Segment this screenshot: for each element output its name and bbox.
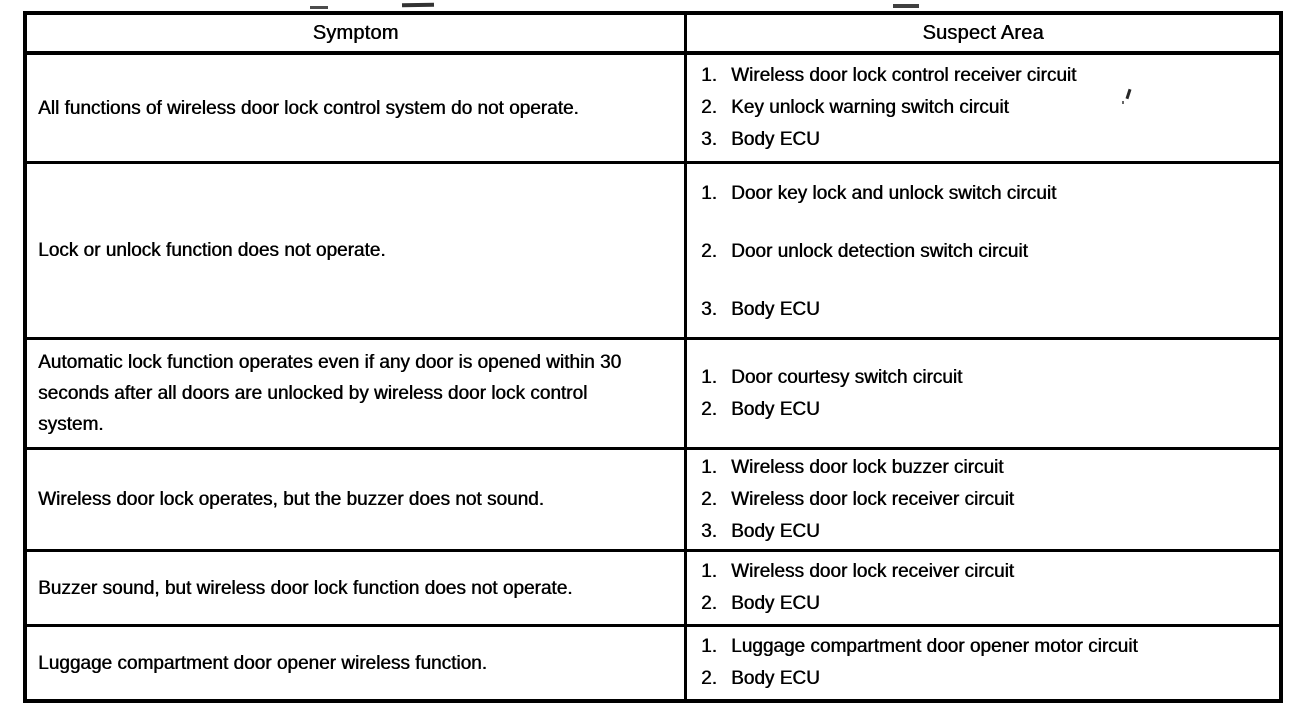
header-suspect-area: Suspect Area — [922, 21, 1044, 44]
suspect-cell: 1. Door courtesy switch circuit 2. Body … — [687, 340, 1279, 447]
suspect-list: 1. Wireless door lock control receiver c… — [687, 55, 1279, 161]
suspect-item: 3. Body ECU — [701, 124, 1279, 156]
table-row: All functions of wireless door lock cont… — [27, 55, 1279, 161]
table-row: Automatic lock function operates even if… — [27, 337, 1279, 447]
symptom-cell: Automatic lock function operates even if… — [27, 340, 687, 447]
suspect-label: Wireless door lock buzzer circuit — [731, 456, 1004, 478]
suspect-item: 3. Body ECU — [701, 294, 1279, 326]
table-row: Buzzer sound, but wireless door lock fun… — [27, 549, 1279, 624]
suspect-number: 2. — [701, 593, 717, 614]
scan-noise-speck — [401, 2, 435, 8]
symptom-text: Luggage compartment door opener wireless… — [38, 652, 487, 674]
suspect-item: 1. Wireless door lock receiver circuit — [701, 556, 1279, 588]
symptom-text: All functions of wireless door lock cont… — [38, 97, 579, 119]
suspect-number: 2. — [701, 398, 717, 420]
suspect-label: Body ECU — [731, 129, 820, 150]
suspect-number: 2. — [701, 97, 717, 118]
suspect-label: Wireless door lock receiver circuit — [731, 561, 1014, 582]
suspect-cell: 1. Wireless door lock control receiver c… — [687, 55, 1279, 161]
suspect-number: 1. — [701, 456, 717, 478]
suspect-cell: 1. Wireless door lock receiver circuit 2… — [687, 552, 1279, 624]
suspect-number: 1. — [701, 183, 717, 204]
scan-noise-speck — [893, 4, 919, 8]
table-row: Lock or unlock function does not operate… — [27, 161, 1279, 337]
suspect-label: Body ECU — [731, 520, 820, 542]
suspect-item: 1. Wireless door lock buzzer circuit — [701, 452, 1279, 484]
symptom-text: Lock or unlock function does not operate… — [38, 240, 386, 261]
suspect-label: Door unlock detection switch circuit — [731, 241, 1028, 262]
symptom-cell: All functions of wireless door lock cont… — [27, 55, 687, 161]
suspect-number: 3. — [701, 129, 717, 150]
symptom-text: Wireless door lock operates, but the buz… — [38, 489, 544, 510]
table-row: Wireless door lock operates, but the buz… — [27, 447, 1279, 549]
suspect-number: 3. — [701, 299, 717, 320]
suspect-list: 1. Door courtesy switch circuit 2. Body … — [687, 340, 1279, 447]
suspect-label: Body ECU — [731, 398, 820, 420]
suspect-cell: 1. Wireless door lock buzzer circuit 2. … — [687, 450, 1279, 549]
suspect-number: 1. — [701, 65, 717, 86]
symptom-text: Buzzer sound, but wireless door lock fun… — [38, 577, 573, 599]
suspect-item: 2. Body ECU — [701, 663, 1279, 695]
suspect-cell: 1. Door key lock and unlock switch circu… — [687, 164, 1279, 337]
suspect-label: Wireless door lock control receiver circ… — [731, 65, 1077, 86]
suspect-item: 2. Body ECU — [701, 588, 1279, 620]
suspect-item: 1. Door courtesy switch circuit — [701, 362, 1279, 394]
suspect-number: 2. — [701, 668, 717, 689]
suspect-list: 1. Luggage compartment door opener motor… — [687, 627, 1279, 699]
symptom-text: Automatic lock function operates even if… — [38, 352, 622, 435]
suspect-label: Body ECU — [731, 593, 820, 614]
symptom-cell: Wireless door lock operates, but the buz… — [27, 450, 687, 549]
table-body: All functions of wireless door lock cont… — [27, 55, 1279, 699]
suspect-number: 1. — [701, 636, 717, 657]
suspect-number: 3. — [701, 520, 717, 542]
suspect-item: 2. Key unlock warning switch circuit — [701, 92, 1279, 124]
table-row: Luggage compartment door opener wireless… — [27, 624, 1279, 699]
suspect-label: Door courtesy switch circuit — [731, 366, 963, 388]
suspect-list: 1. Wireless door lock buzzer circuit 2. … — [687, 450, 1279, 549]
suspect-item: 2. Body ECU — [701, 394, 1279, 426]
suspect-item: 1. Luggage compartment door opener motor… — [701, 631, 1279, 663]
symptom-cell: Buzzer sound, but wireless door lock fun… — [27, 552, 687, 624]
suspect-label: Key unlock warning switch circuit — [731, 97, 1009, 118]
suspect-list: 1. Door key lock and unlock switch circu… — [687, 164, 1279, 337]
symptom-suspect-table: Symptom Suspect Area All functions of wi… — [23, 11, 1283, 703]
header-symptom: Symptom — [27, 15, 687, 51]
suspect-cell: 1. Luggage compartment door opener motor… — [687, 627, 1279, 699]
suspect-item: 1. Door key lock and unlock switch circu… — [701, 178, 1279, 210]
suspect-number: 1. — [701, 561, 717, 582]
suspect-item: 2. Wireless door lock receiver circuit — [701, 484, 1279, 516]
suspect-number: 2. — [701, 241, 717, 262]
scan-noise-speck — [1122, 101, 1124, 104]
suspect-label: Body ECU — [731, 668, 820, 689]
suspect-number: 2. — [701, 488, 717, 510]
symptom-cell: Luggage compartment door opener wireless… — [27, 627, 687, 699]
symptom-cell: Lock or unlock function does not operate… — [27, 164, 687, 337]
suspect-label: Luggage compartment door opener motor ci… — [731, 636, 1138, 657]
suspect-item: 1. Wireless door lock control receiver c… — [701, 60, 1279, 92]
table-header-row: Symptom Suspect Area — [27, 15, 1279, 55]
suspect-list: 1. Wireless door lock receiver circuit 2… — [687, 552, 1279, 624]
suspect-label: Wireless door lock receiver circuit — [731, 488, 1014, 510]
suspect-item: 3. Body ECU — [701, 516, 1279, 548]
suspect-number: 1. — [701, 366, 717, 388]
suspect-label: Body ECU — [731, 299, 820, 320]
scan-noise-speck — [310, 6, 328, 9]
suspect-label: Door key lock and unlock switch circuit — [731, 183, 1057, 204]
suspect-item: 2. Door unlock detection switch circuit — [701, 236, 1279, 268]
